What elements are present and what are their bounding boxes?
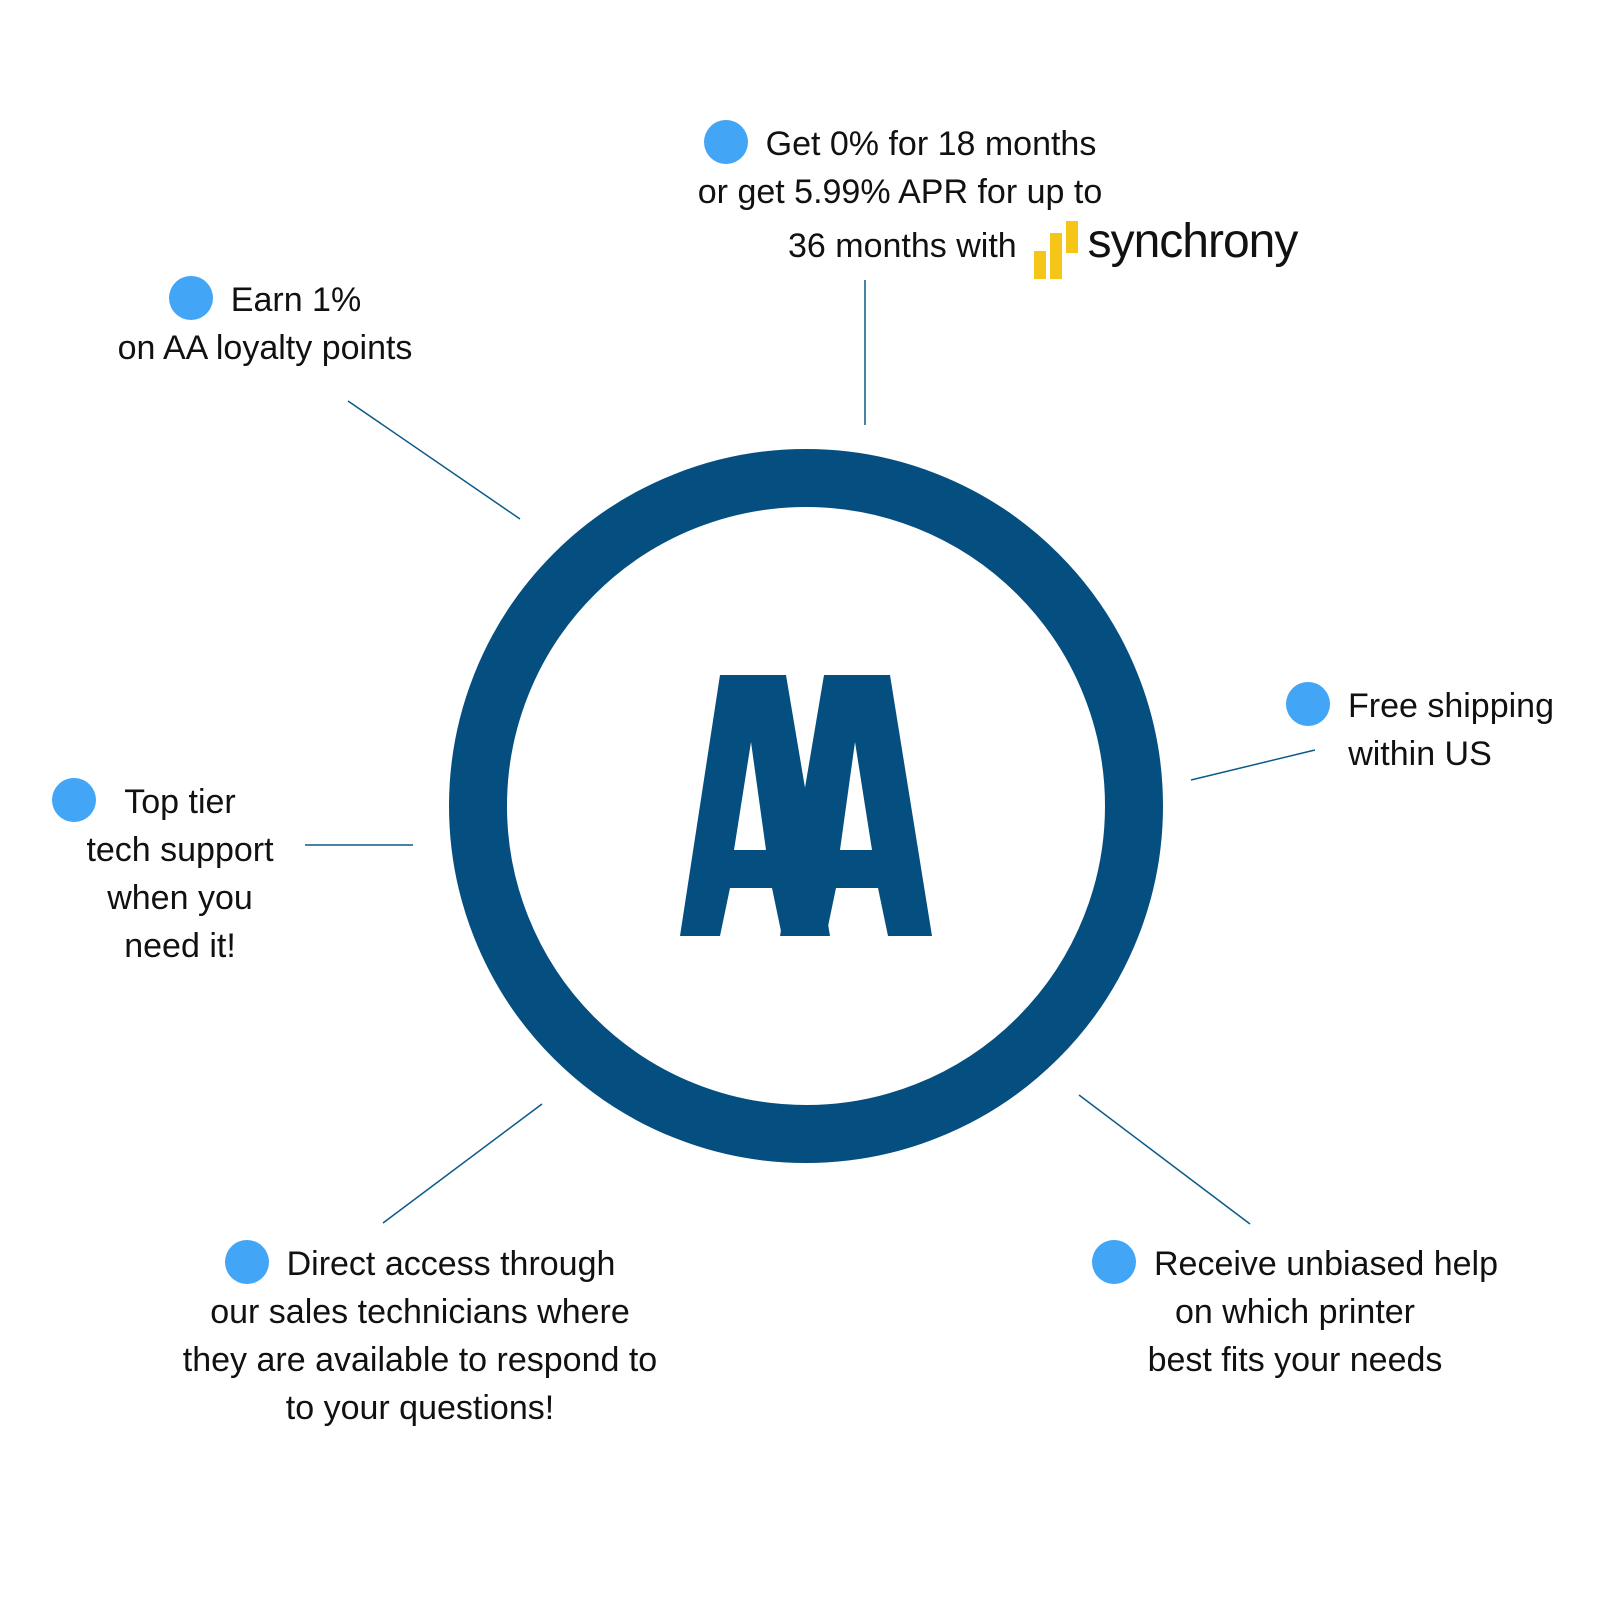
access-line1: Direct access through (286, 1245, 616, 1283)
feature-shipping: Free shipping within US (1255, 682, 1585, 778)
connector-loyalty (347, 400, 521, 520)
feature-access: Direct access through our sales technici… (160, 1240, 680, 1432)
synchrony-bars-icon (1034, 221, 1079, 279)
synchrony-wordmark: synchrony (1087, 215, 1299, 268)
financing-line2: or get 5.99% APR for up to (697, 173, 1103, 211)
financing-line3: 36 months with (788, 227, 1017, 265)
shipping-line2: within US (1348, 735, 1492, 773)
bullet-dot (1285, 682, 1330, 726)
bullet-dot (703, 120, 748, 164)
support-line2: tech support (86, 831, 274, 869)
feature-loyalty: Earn 1% on AA loyalty points (100, 276, 430, 372)
support-line4: need it! (124, 927, 236, 965)
feature-support: Top tier tech support when you need it! (60, 778, 300, 970)
help-line3: best fits your needs (1147, 1341, 1443, 1379)
aa-logo-icon (680, 675, 932, 936)
loyalty-line1: Earn 1% (230, 281, 362, 319)
synchrony-logo: synchrony (1034, 215, 1299, 279)
center-ring (449, 449, 1163, 1163)
support-line3: when you (107, 879, 253, 917)
connector-access (382, 1103, 543, 1224)
connector-help (1078, 1094, 1251, 1225)
shipping-line1: Free shipping (1347, 687, 1554, 725)
access-line2: our sales technicians where (210, 1293, 630, 1331)
bullet-dot (52, 778, 96, 822)
support-line1: Top tier (124, 783, 236, 821)
bullet-dot (168, 276, 213, 320)
access-line3: they are available to respond to (182, 1341, 658, 1379)
connector-shipping (1190, 749, 1316, 781)
help-line2: on which printer (1174, 1293, 1415, 1331)
financing-line1: Get 0% for 18 months (765, 125, 1097, 163)
feature-help: Receive unbiased help on which printer b… (1065, 1240, 1525, 1384)
feature-financing: Get 0% for 18 months or get 5.99% APR fo… (640, 120, 1160, 216)
help-line1: Receive unbiased help (1153, 1245, 1499, 1283)
access-line4: to your questions! (285, 1389, 555, 1427)
loyalty-line2: on AA loyalty points (117, 329, 413, 367)
bullet-dot (1091, 1240, 1136, 1284)
feature-financing-brand-row: 36 months with synchrony (788, 218, 1348, 279)
bullet-dot (224, 1240, 269, 1284)
